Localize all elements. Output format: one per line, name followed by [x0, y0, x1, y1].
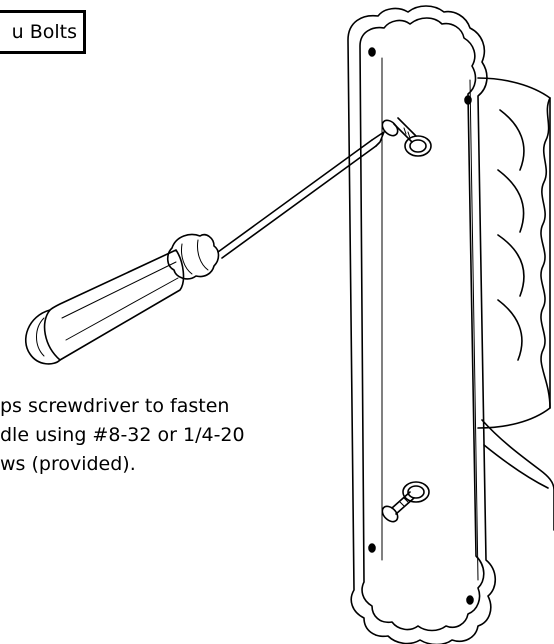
- instruction-line-2: dle using #8-32 or 1/4-20: [0, 424, 245, 446]
- upper-screw: [381, 117, 432, 157]
- door-handle: [477, 77, 554, 531]
- step-title-box: u Bolts: [0, 10, 86, 54]
- lower-screw: [381, 481, 430, 523]
- instruction-text: ps screwdriver to fasten dle using #8-32…: [0, 392, 340, 479]
- step-title: u Bolts: [11, 21, 77, 43]
- door-backplate: [347, 5, 497, 644]
- instruction-line-1: ps screwdriver to fasten: [0, 395, 230, 417]
- instruction-line-3: ws (provided).: [0, 453, 136, 475]
- screwdriver: [25, 131, 385, 365]
